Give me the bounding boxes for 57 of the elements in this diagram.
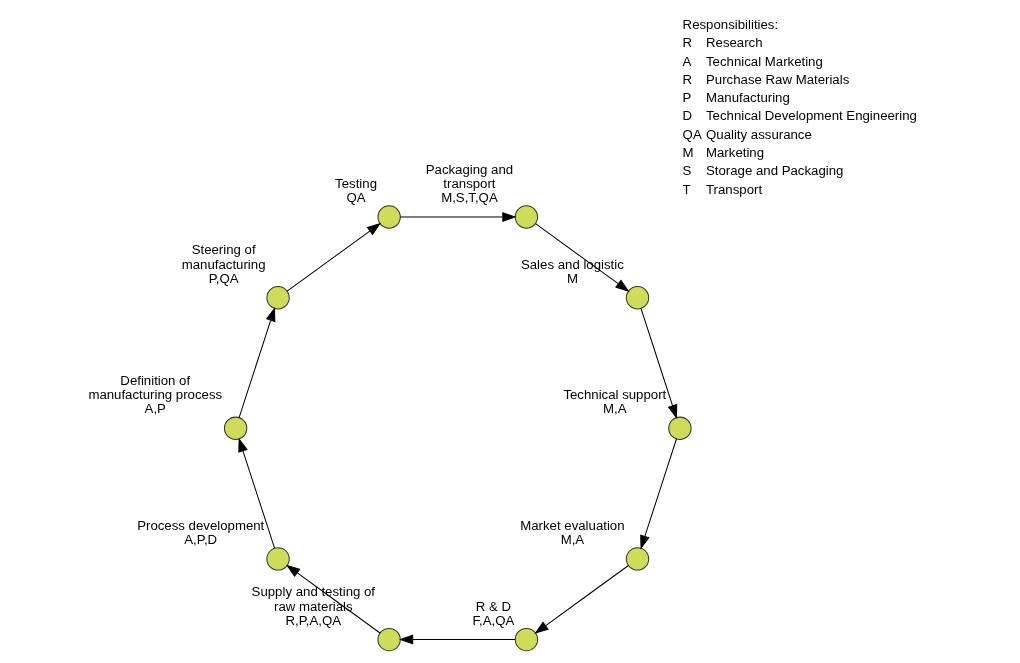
node-label: A,P,D (183, 532, 217, 548)
node-label: Process development (136, 517, 264, 533)
label: T (682, 181, 691, 197)
label: QA (682, 126, 702, 142)
label: Storage and Packaging (705, 163, 843, 179)
arrow (639, 307, 677, 419)
node-label: Packaging and transport (425, 161, 513, 191)
label: Marketing (705, 145, 764, 161)
label: P (682, 90, 691, 106)
node-circle (514, 627, 538, 652)
node-label: M,A (560, 532, 584, 548)
label: M (682, 145, 694, 161)
node-label: Market evaluation (519, 517, 625, 533)
node-label: P,QA (208, 270, 239, 286)
node-label: Technical support (562, 387, 666, 403)
label: Quality assurance (705, 126, 812, 142)
label: Purchase Raw Materials (705, 71, 849, 87)
node-label: R & D (475, 598, 511, 614)
node-label: Testing (334, 175, 377, 191)
label: R (682, 35, 692, 51)
label: Manufacturing (705, 90, 790, 106)
label: Technical Development Engineering (705, 108, 917, 124)
node-label: A,P (144, 401, 166, 417)
node-circle (625, 547, 649, 571)
node-circle (265, 286, 290, 310)
node-circle (514, 205, 538, 229)
arrow (285, 564, 381, 634)
arrow (639, 438, 677, 550)
node-circle (625, 286, 649, 310)
arrow (286, 222, 381, 292)
node-circle (376, 627, 401, 652)
arrow (238, 307, 275, 419)
label: A (682, 53, 691, 69)
label: Technical Marketing (705, 53, 823, 69)
node-label: M (566, 270, 578, 286)
arrow (533, 565, 629, 634)
label: D (682, 108, 692, 124)
label: Responsibilities: (682, 16, 778, 32)
label: S (682, 163, 691, 179)
node-label: M,S,T,QA (440, 190, 498, 206)
node-label: Steering of manufacturing (181, 242, 266, 272)
arrow (237, 437, 275, 549)
arrow (398, 634, 516, 645)
arrow (399, 212, 517, 222)
node-label: QA (346, 190, 366, 206)
label: Research (705, 35, 763, 51)
node-circle (667, 416, 692, 440)
label: Transport (705, 181, 762, 197)
node-circle (265, 547, 290, 571)
node-label: F,A,QA (471, 612, 514, 628)
arrow (534, 223, 630, 292)
node-circle (376, 205, 401, 229)
node-label: M,A (602, 401, 627, 417)
node-circle (223, 416, 247, 440)
node-label: R,P,A,QA (285, 612, 341, 628)
label: R (682, 71, 692, 87)
node-label: Definition of manufacturing process (87, 372, 222, 403)
